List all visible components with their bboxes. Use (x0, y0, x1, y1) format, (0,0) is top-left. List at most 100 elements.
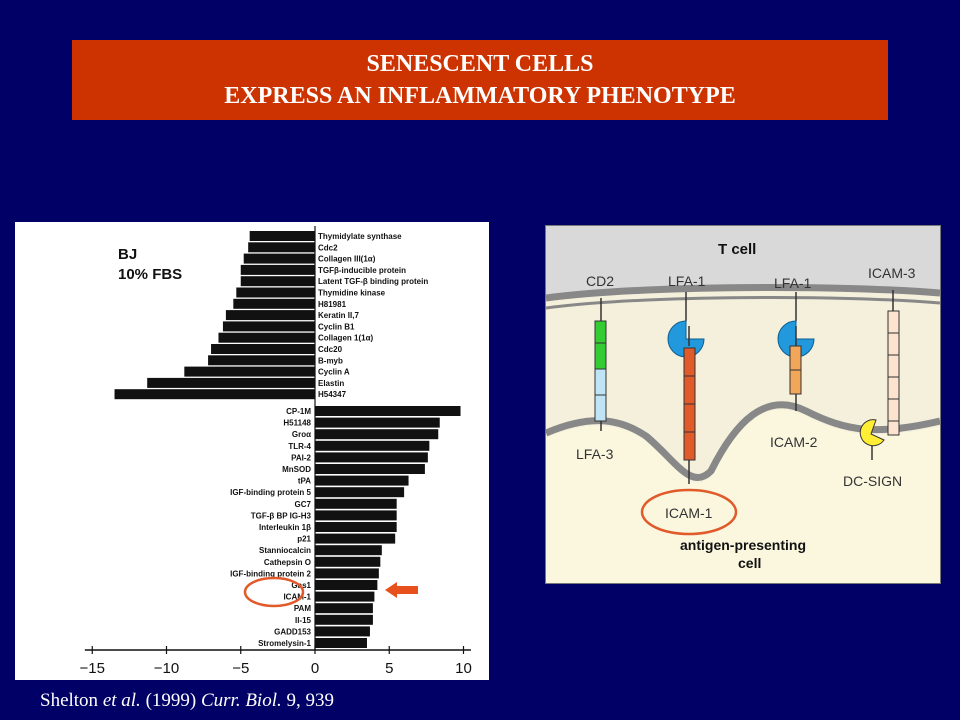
title-line-1: SENESCENT CELLS (366, 51, 594, 77)
dc-sign-label: DC-SIGN (843, 473, 902, 489)
apc-membrane (544, 401, 941, 481)
bar-label-up: TGF-β BP IG-H3 (251, 511, 312, 520)
bar-down (147, 377, 315, 388)
bar-label-up: TLR-4 (288, 442, 311, 451)
bar-label-up: PAM (294, 604, 312, 613)
bar-down (240, 276, 315, 287)
bar-label-up: IGF-binding protein 2 (230, 569, 311, 578)
icam1-domain-3 (683, 403, 696, 433)
apc-cell-region (546, 409, 940, 583)
bar-label-up: Stanniocalcin (259, 546, 311, 555)
t-cell-label: T cell (718, 241, 756, 258)
icam2-domain-1 (789, 345, 802, 371)
x-tick-label: 0 (311, 660, 319, 677)
bar-down (236, 287, 315, 298)
bar-up (315, 498, 397, 509)
icam3-domain-4 (887, 376, 900, 400)
bar-label-up: Il-15 (295, 616, 312, 625)
citation-ref: 9, 939 (281, 690, 335, 711)
bar-down (218, 332, 315, 343)
bar-label-down: Cyclin B1 (318, 322, 355, 331)
bar-down (211, 344, 315, 354)
bar-label-up: CP-1M (286, 407, 311, 416)
t-cell-membrane-inner (545, 296, 941, 310)
bar-down (222, 321, 315, 332)
cd2-domain-1 (594, 320, 607, 344)
icam2-label: ICAM-2 (770, 434, 818, 450)
bar-up (315, 475, 409, 486)
bar-up (315, 533, 396, 544)
title-line-2: EXPRESS AN INFLAMMATORY PHENOTYPE (224, 83, 736, 109)
bar-up (315, 522, 397, 532)
bar-label-down: Cdc20 (318, 345, 343, 354)
x-tick-label: −10 (154, 660, 179, 677)
bar-label-up: p21 (297, 535, 311, 544)
bar-label-down: B-myb (318, 356, 343, 365)
bar-down (114, 389, 316, 400)
bar-up (315, 591, 375, 602)
bar-label-up: MnSOD (282, 465, 311, 474)
bar-down (208, 355, 315, 366)
bar-up (315, 510, 397, 521)
bar-up (315, 603, 373, 614)
bar-label-down: Collagen 1(1α) (318, 334, 373, 343)
bar-up (315, 429, 439, 440)
bar-down (233, 298, 315, 309)
highlight-arrow-icon (385, 582, 418, 598)
lfa3-label: LFA-3 (576, 446, 614, 462)
icam3-label: ICAM-3 (868, 265, 916, 281)
x-tick-label: 10 (455, 660, 472, 677)
bar-up (315, 452, 428, 463)
citation-etal: et al. (102, 690, 141, 711)
icam1-label: ICAM-1 (665, 505, 713, 521)
apc-label-line-1: antigen-presenting (680, 537, 806, 553)
bar-label-up: ICAM-1 (283, 593, 311, 602)
x-tick-label: −15 (80, 660, 105, 677)
bar-label-down: Cdc2 (318, 243, 338, 252)
bar-label-down: H54347 (318, 390, 347, 399)
diagram-svg: T cell CD2 LFA-1 LFA-1 ICAM-3 LFA-3 ICAM… (544, 226, 941, 583)
icam3-domain-3 (887, 354, 900, 378)
bar-label-down: Keratin II,7 (318, 311, 359, 320)
bar-up (315, 638, 367, 648)
icam2-domain-2 (789, 369, 802, 395)
up-regulated-bars: CP-1MH51148GroαTLR-4PAI-2MnSODtPAIGF-bin… (230, 406, 461, 648)
x-tick-label: −5 (232, 660, 249, 677)
bar-up (315, 580, 378, 590)
bar-up (315, 614, 373, 625)
icam3-domain-6 (887, 420, 900, 436)
bar-label-up: PAI-2 (291, 453, 311, 462)
icam3-domain-2 (887, 332, 900, 356)
lfa3-domain-1 (594, 368, 607, 396)
bar-label-up: H51148 (283, 419, 311, 428)
cell-adhesion-diagram: T cell CD2 LFA-1 LFA-1 ICAM-3 LFA-3 ICAM… (544, 225, 941, 584)
cd2-domain-2 (594, 342, 607, 370)
icam1-highlight-circle-diagram (640, 488, 738, 536)
bar-up (315, 556, 381, 567)
icam1-domain-4 (683, 431, 696, 461)
bar-label-up: Stromelysin-1 (258, 639, 311, 648)
lfa1-right-label: LFA-1 (774, 275, 812, 291)
bar-up (315, 417, 440, 428)
bar-label-down: Collagen III(1α) (318, 255, 376, 264)
bar-label-up: Interleukin 1β (259, 523, 311, 532)
bar-label-down: H81981 (318, 300, 347, 309)
cd2-label: CD2 (586, 273, 614, 289)
bar-down (243, 253, 315, 264)
bar-up (315, 568, 379, 579)
dc-sign-icon (859, 419, 885, 447)
bar-down (240, 264, 315, 275)
bar-label-down: Elastin (318, 379, 344, 388)
citation-authors: Shelton (40, 690, 103, 711)
bar-label-up: GC7 (295, 500, 312, 509)
bar-down (249, 231, 315, 241)
icam3-domain-1 (887, 310, 900, 334)
apc-label-line-2: cell (738, 555, 761, 571)
citation-journal: Curr. Biol. (200, 690, 282, 711)
t-cell-region (546, 226, 940, 301)
t-cell-membrane (545, 284, 941, 302)
bar-up (315, 487, 405, 498)
